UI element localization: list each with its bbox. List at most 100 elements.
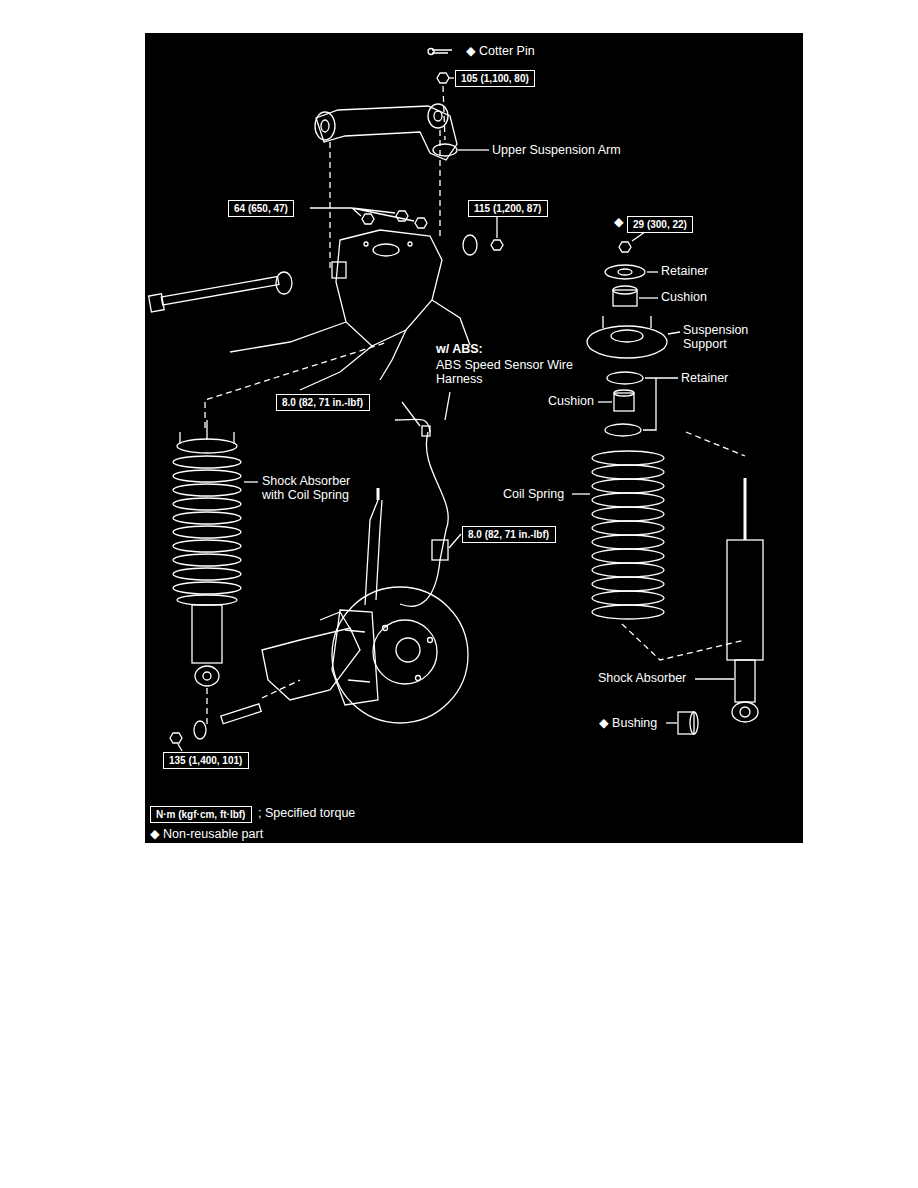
spring-coil xyxy=(173,526,241,538)
frame-bracket xyxy=(336,230,442,346)
shock-eye xyxy=(195,666,219,686)
steering-knuckle xyxy=(365,500,382,605)
dashed-line xyxy=(262,680,300,698)
washer xyxy=(194,721,206,739)
bushing-face xyxy=(690,712,698,734)
torque-box: 8.0 (82, 71 in.-lbf) xyxy=(276,394,370,411)
leader-line xyxy=(639,297,658,298)
leader-line xyxy=(598,401,612,402)
torque-value: 64 (650, 47) xyxy=(234,202,288,215)
spring-coil xyxy=(592,591,664,605)
torque-box: 64 (650, 47) xyxy=(228,200,294,217)
torque-value: 135 (1,400, 101) xyxy=(169,754,243,767)
spring-coil xyxy=(592,451,664,465)
cotter-pin xyxy=(432,50,452,53)
leader-line xyxy=(445,392,450,420)
retainer xyxy=(607,372,643,384)
leader-line xyxy=(496,217,497,238)
arm-bushing xyxy=(315,112,335,140)
abs-harness xyxy=(400,432,448,606)
leader-line xyxy=(647,271,658,272)
leader-line xyxy=(449,77,454,78)
part-label: ABS Speed Sensor Wire Harness xyxy=(436,358,576,387)
leader-line xyxy=(666,722,677,723)
leader-line xyxy=(178,744,182,751)
arm-bushing-hole xyxy=(321,120,329,132)
part-label: Shock Absorber xyxy=(598,671,686,685)
spring-coil xyxy=(592,507,664,521)
part-label: ◆ xyxy=(614,215,624,229)
leader-bracket xyxy=(643,378,678,430)
part-label: ◆ Bushing xyxy=(599,716,657,730)
abs-sensor xyxy=(432,540,448,560)
support-boss xyxy=(611,330,643,342)
mount-hole xyxy=(373,244,399,256)
upper-arm xyxy=(316,106,457,160)
wheel-stud xyxy=(383,626,388,631)
flange-nut xyxy=(415,218,427,228)
spring-coil xyxy=(173,456,241,468)
lower-arm xyxy=(262,628,360,700)
torque-box: N·m (kgf·cm, ft·lbf) xyxy=(150,806,252,823)
part-label: Upper Suspension Arm xyxy=(492,143,621,157)
arm-bolt xyxy=(161,277,279,305)
leader-line xyxy=(572,493,590,494)
lower-arm-edge xyxy=(320,612,352,632)
spring-coil xyxy=(173,512,241,524)
spring-coil xyxy=(173,484,241,496)
spring-coil xyxy=(173,540,241,552)
disc-hub xyxy=(373,620,437,684)
spring-coil xyxy=(592,535,664,549)
strut-mount xyxy=(177,439,237,453)
spring-coil xyxy=(173,498,241,510)
wheel-stud xyxy=(416,676,421,681)
bolt-head xyxy=(149,294,165,312)
stud-hole xyxy=(408,242,412,246)
leader-line xyxy=(310,208,414,221)
cotter-pin-eye xyxy=(428,49,434,55)
flange-nut xyxy=(362,214,374,224)
part-label: Cushion xyxy=(548,394,594,408)
part-label: ; Specified torque xyxy=(258,806,355,820)
leader-line xyxy=(695,678,734,679)
suspension-support xyxy=(587,326,667,358)
part-label: ◆ Non-reusable part xyxy=(150,827,263,841)
spring-coil xyxy=(592,605,664,619)
retainer-hole xyxy=(618,269,632,275)
spring-coil xyxy=(173,582,241,594)
shock-lower-tube xyxy=(735,660,755,702)
dashed-line xyxy=(205,342,388,428)
stud-hole xyxy=(364,242,368,246)
torque-box: 8.0 (82, 71 in.-lbf) xyxy=(462,526,556,543)
cam-washer xyxy=(463,235,477,255)
shock-eye xyxy=(732,702,758,722)
part-label: Retainer xyxy=(661,264,708,278)
spring-seat xyxy=(177,595,237,605)
leader-line xyxy=(244,481,258,482)
brake-disc xyxy=(332,587,468,723)
spring-coil xyxy=(592,577,664,591)
brake-caliper xyxy=(332,610,378,705)
arm-bushing-hole xyxy=(434,111,442,121)
shock-eye-hole xyxy=(203,672,211,680)
leader-line xyxy=(449,534,461,548)
spring-coil xyxy=(173,554,241,566)
torque-box: 135 (1,400, 101) xyxy=(163,752,249,769)
torque-value: 115 (1,200, 87) xyxy=(474,202,542,215)
leader-line xyxy=(668,332,680,334)
spring-coil xyxy=(173,470,241,482)
part-label: Shock Absorber with Coil Spring xyxy=(262,474,370,503)
spring-coil xyxy=(173,568,241,580)
ball-joint xyxy=(433,144,457,156)
castle-nut xyxy=(437,73,449,83)
wheel-stud xyxy=(428,638,433,643)
shock-body xyxy=(727,540,763,660)
leader-line xyxy=(458,149,489,150)
leader-line xyxy=(632,232,645,241)
torque-value: 8.0 (82, 71 in.-lbf) xyxy=(468,528,550,541)
part-label: w/ ABS: xyxy=(436,342,483,356)
torque-box: 105 (1,100, 80) xyxy=(455,70,535,87)
retainer xyxy=(605,265,645,279)
